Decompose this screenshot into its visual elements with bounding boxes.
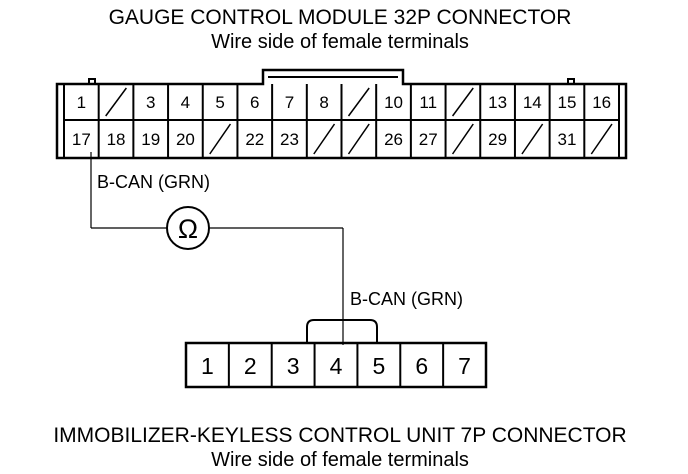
terminal-5: 5 — [372, 353, 385, 379]
terminal-12 — [451, 87, 474, 117]
terminal-5: 5 — [215, 93, 224, 112]
terminal-31: 31 — [558, 130, 577, 149]
terminal-16: 16 — [592, 93, 611, 112]
terminal-number: 18 — [107, 130, 126, 149]
empty-terminal-slash — [105, 87, 127, 117]
terminal-number: 20 — [176, 130, 195, 149]
terminal-number: 1 — [77, 93, 86, 112]
terminal-number: 6 — [250, 93, 259, 112]
terminal-number: 11 — [419, 93, 437, 112]
terminal-24 — [313, 123, 336, 155]
terminal-10: 10 — [384, 93, 403, 112]
terminal-6: 6 — [250, 93, 259, 112]
terminal-25 — [347, 123, 370, 155]
terminal-14: 14 — [523, 93, 542, 112]
terminal-4: 4 — [330, 353, 343, 379]
terminal-17: 17 — [72, 130, 91, 149]
immobilizer-keyless-connector: 1 2 3 4 5 6 7 — [184, 319, 488, 389]
terminal-number: 13 — [488, 93, 507, 112]
terminal-number: 7 — [285, 93, 294, 112]
terminal-number: 29 — [488, 130, 507, 149]
top-connector-title: GAUGE CONTROL MODULE 32P CONNECTOR — [109, 6, 572, 29]
terminal-2 — [105, 87, 127, 117]
terminal-1: 1 — [77, 93, 86, 112]
ohmmeter-icon: Ω — [166, 206, 210, 250]
terminal-23: 23 — [280, 130, 299, 149]
terminal-number: 8 — [319, 93, 328, 112]
terminal-number: 5 — [215, 93, 224, 112]
terminal-number: 22 — [245, 130, 264, 149]
terminal-28 — [451, 123, 474, 155]
terminal-11: 11 — [419, 93, 437, 112]
terminal-29: 29 — [488, 130, 507, 149]
terminal-number: 16 — [592, 93, 611, 112]
terminal-number: 19 — [141, 130, 160, 149]
terminal-6: 6 — [415, 353, 428, 379]
terminal-number: 31 — [558, 130, 577, 149]
bottom-connector-title: IMMOBILIZER-KEYLESS CONTROL UNIT 7P CONN… — [53, 424, 626, 447]
terminal-number: 15 — [558, 93, 577, 112]
terminal-20: 20 — [176, 130, 195, 149]
terminal-8: 8 — [319, 93, 328, 112]
empty-terminal-slash — [313, 123, 336, 155]
terminal-number: 10 — [384, 93, 403, 112]
terminal-7: 7 — [458, 353, 471, 379]
terminal-9 — [347, 87, 370, 117]
terminal-32 — [590, 123, 613, 155]
terminal-number: 26 — [384, 130, 403, 149]
terminal-number: 3 — [146, 93, 155, 112]
terminal-7: 7 — [285, 93, 294, 112]
terminal-19: 19 — [141, 130, 160, 149]
empty-terminal-slash — [451, 123, 474, 155]
lower-wire-label: B-CAN (GRN) — [350, 289, 463, 309]
terminal-number: 23 — [280, 130, 299, 149]
empty-terminal-slash — [209, 123, 232, 155]
b-can-wire — [90, 152, 344, 345]
terminal-21 — [209, 123, 232, 155]
terminal-18: 18 — [107, 130, 126, 149]
empty-terminal-slash — [347, 87, 370, 117]
terminal-27: 27 — [419, 130, 438, 149]
terminal-number: 4 — [181, 93, 190, 112]
terminal-number: 27 — [419, 130, 438, 149]
top-connector-subtitle: Wire side of female terminals — [211, 31, 469, 53]
terminal-4: 4 — [181, 93, 190, 112]
ohm-symbol: Ω — [178, 214, 198, 244]
terminal-30 — [521, 123, 544, 155]
terminal-3: 3 — [287, 353, 300, 379]
empty-terminal-slash — [347, 123, 370, 155]
terminal-2: 2 — [244, 353, 257, 379]
bottom-connector-subtitle: Wire side of female terminals — [211, 449, 469, 471]
empty-terminal-slash — [590, 123, 613, 155]
empty-terminal-slash — [521, 123, 544, 155]
terminal-13: 13 — [488, 93, 507, 112]
terminal-22: 22 — [245, 130, 264, 149]
terminal-1: 1 — [201, 353, 214, 379]
terminal-number: 14 — [523, 93, 542, 112]
empty-terminal-slash — [451, 87, 474, 117]
terminal-15: 15 — [558, 93, 577, 112]
terminal-26: 26 — [384, 130, 403, 149]
upper-wire-label: B-CAN (GRN) — [97, 172, 210, 192]
terminal-3: 3 — [146, 93, 155, 112]
terminal-number: 17 — [72, 130, 91, 149]
